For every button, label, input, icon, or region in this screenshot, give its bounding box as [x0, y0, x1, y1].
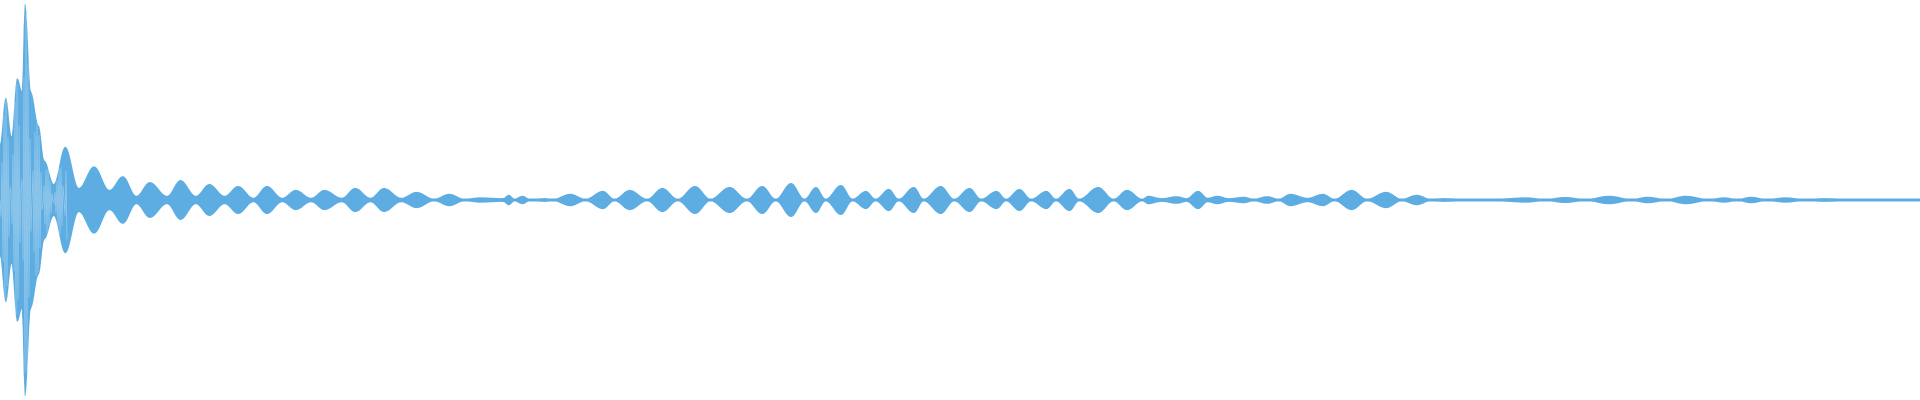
waveform-shape — [0, 3, 1920, 397]
waveform-carrier-detail — [0, 14, 68, 373]
